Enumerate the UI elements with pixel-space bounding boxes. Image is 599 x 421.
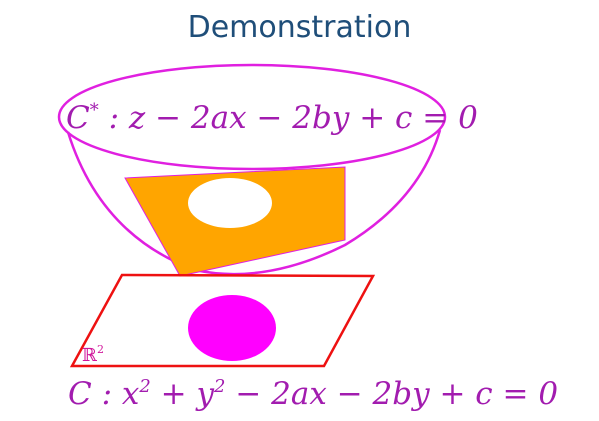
base-plane [69, 273, 376, 368]
projected-hole [188, 178, 272, 228]
paraboloid-rim [57, 63, 447, 171]
slide-title: Demonstration [187, 10, 412, 45]
circle-disk [188, 295, 276, 361]
paraboloid-surface [66, 129, 442, 276]
paraboloid-equation: C* : z − 2ax − 2by + c = 0 [66, 100, 478, 136]
plane-label: ℝ2 [82, 343, 104, 366]
circle-equation: C : x2 + y2 − 2ax − 2by + c = 0 [68, 376, 558, 412]
